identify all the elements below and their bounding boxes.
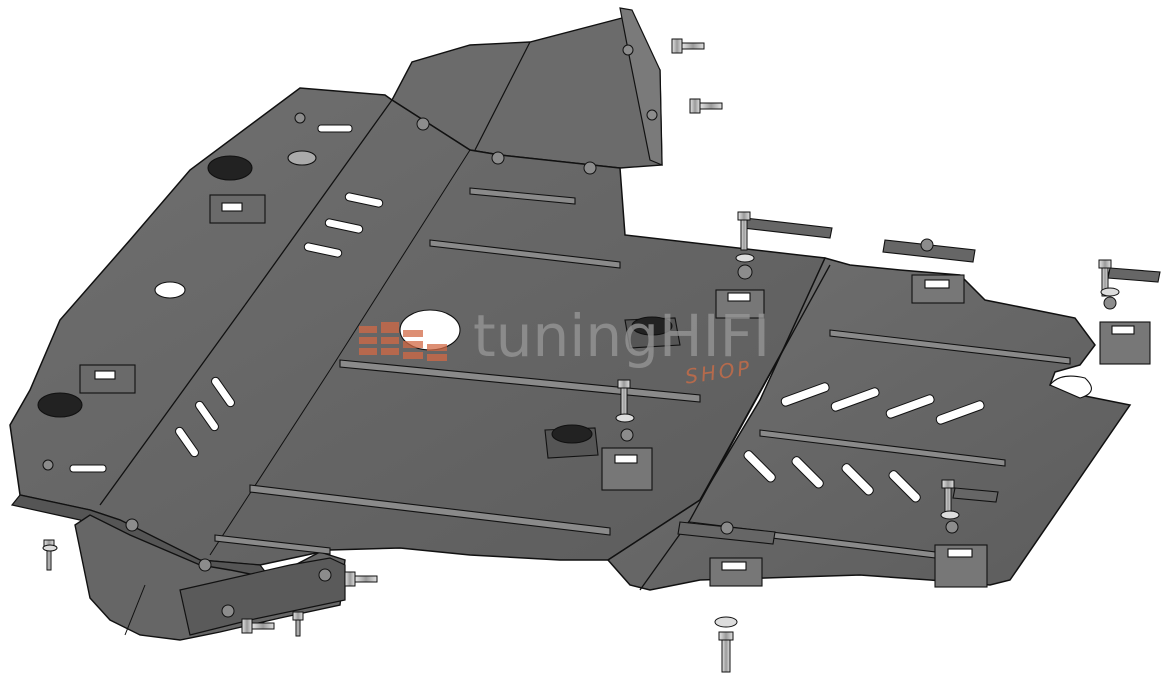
plate-holes	[37, 150, 461, 418]
washers	[42, 253, 1120, 628]
brand-logo-icon	[359, 322, 447, 361]
front-bracket	[74, 514, 346, 641]
nuts	[42, 44, 1117, 618]
bolts	[43, 38, 1112, 673]
rear-plate	[606, 257, 1132, 591]
mount-brackets	[79, 194, 1151, 588]
watermark-brand-text: tuningHIFI	[473, 302, 771, 370]
vent-slots	[69, 124, 985, 503]
rubber-pads	[544, 316, 681, 459]
watermark: tuningHIFI SHOP	[355, 302, 815, 398]
